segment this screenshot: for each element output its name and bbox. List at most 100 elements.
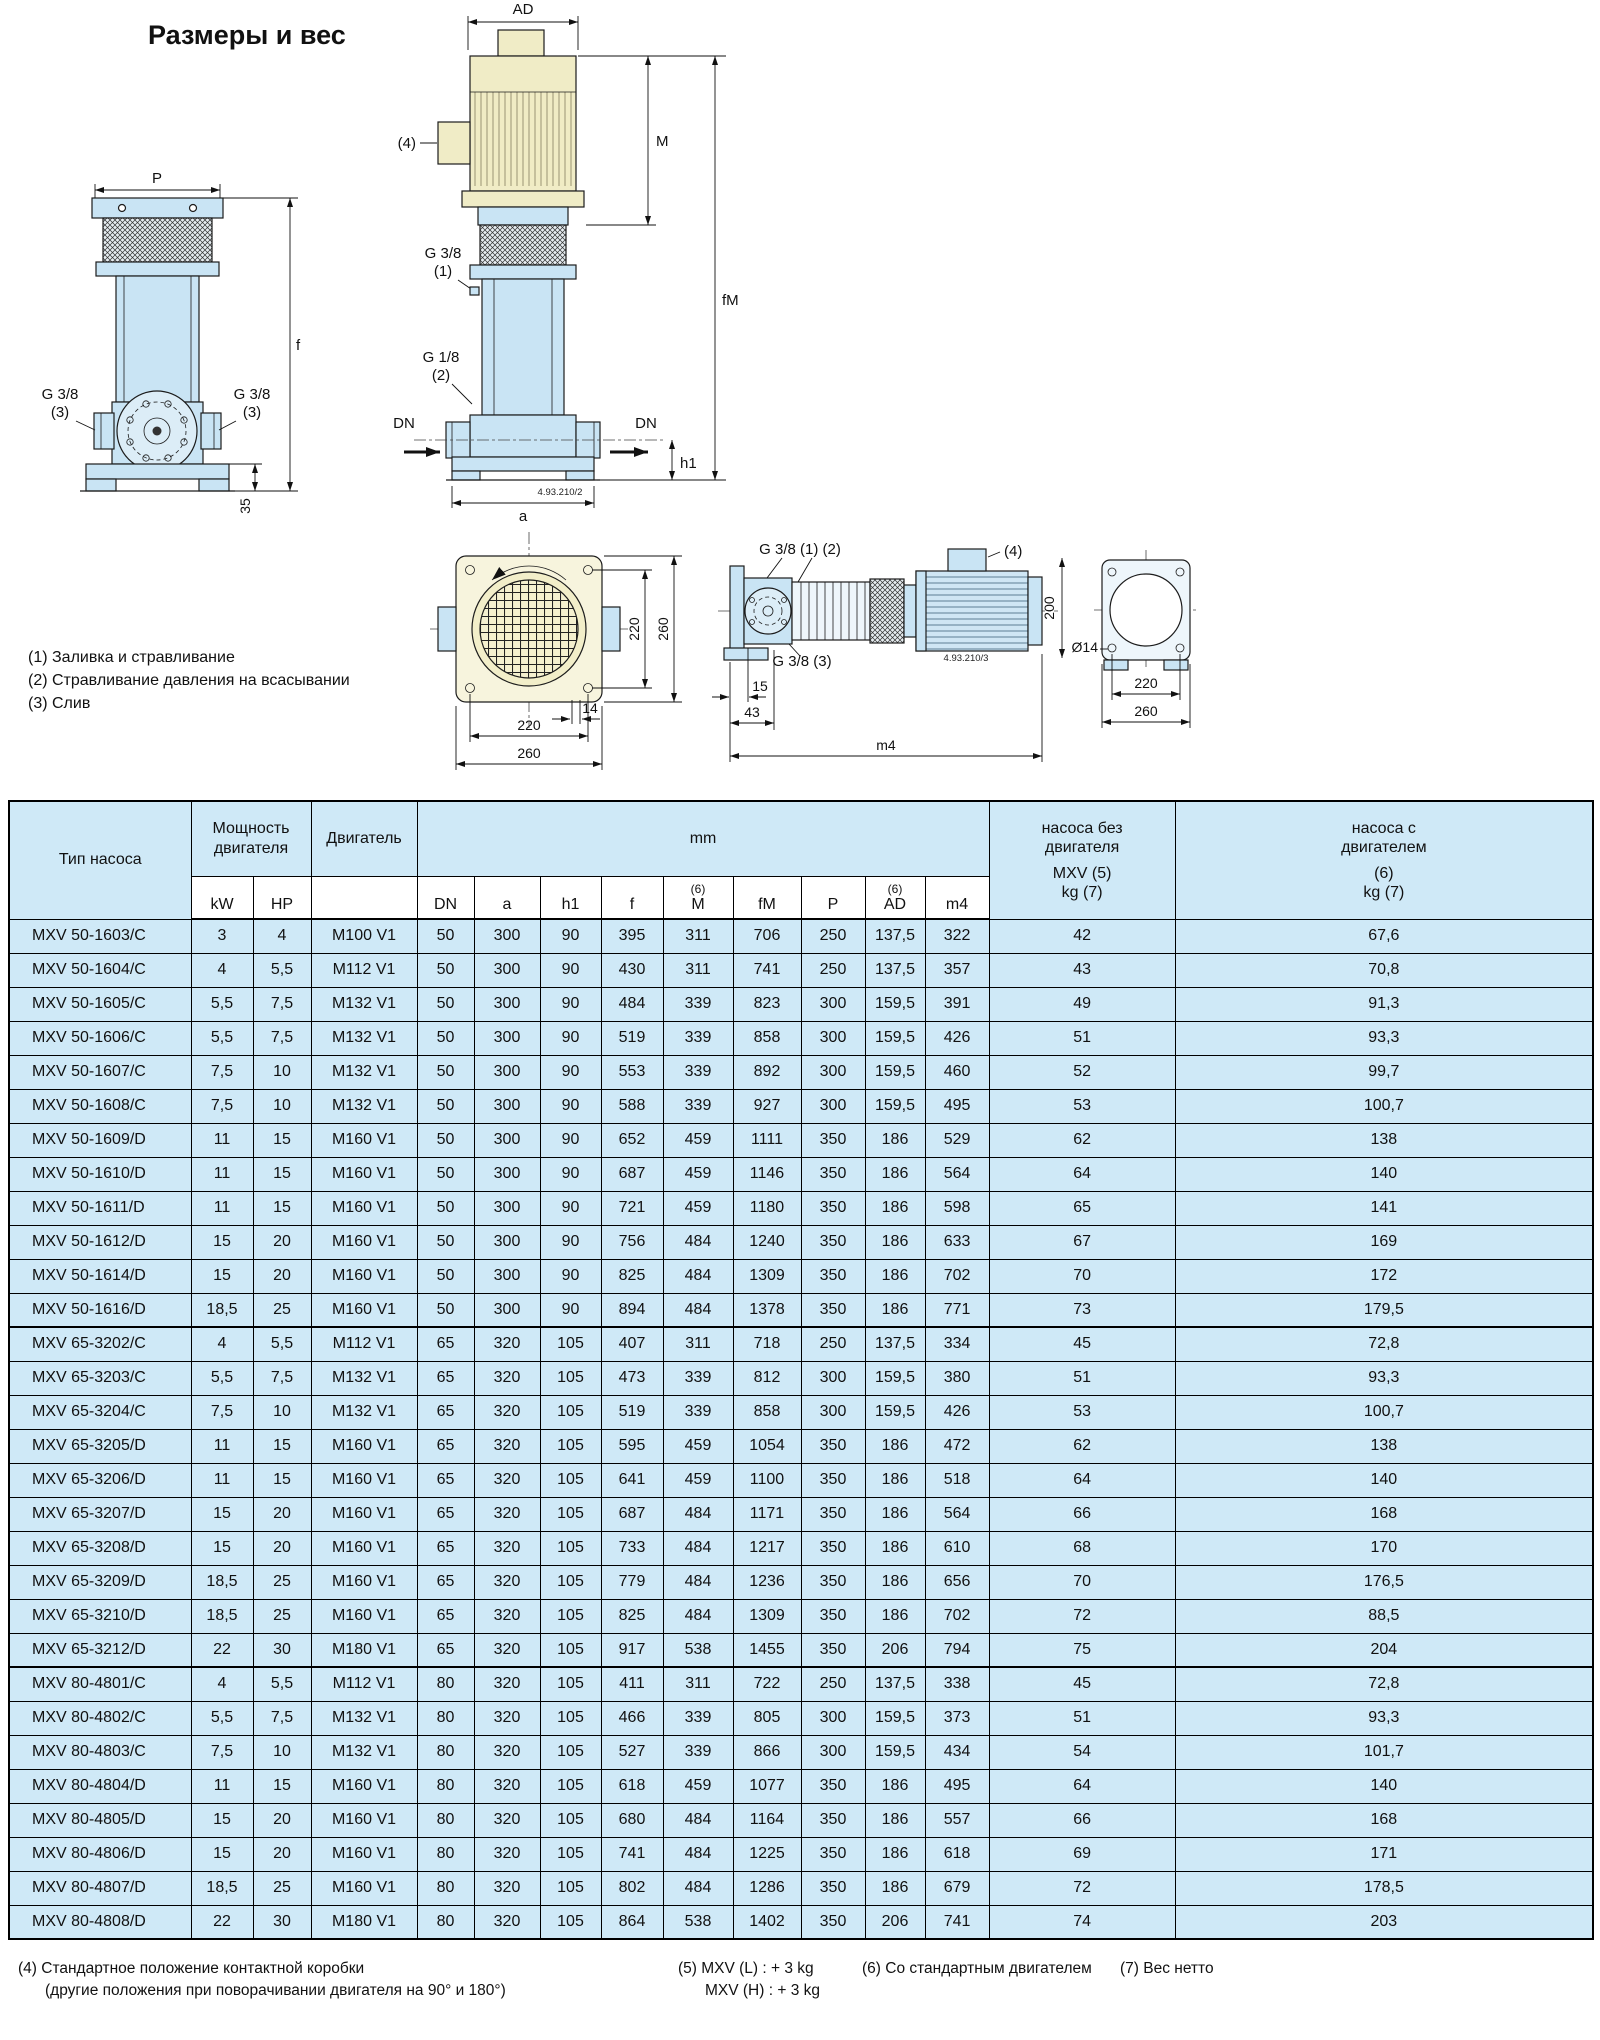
cell-motor: M160 V1 — [310, 1802, 418, 1838]
cell-m4: 495 — [924, 1768, 990, 1804]
dim-label-260: 260 — [655, 617, 671, 641]
cell-type: MXV 50-1608/C — [8, 1088, 192, 1124]
cell-ad: 186 — [864, 1122, 926, 1158]
cell-motor: M112 V1 — [310, 1326, 418, 1362]
cell-m4: 598 — [924, 1190, 990, 1226]
cell-m4: 373 — [924, 1700, 990, 1736]
cell-h1: 90 — [539, 952, 602, 988]
cell-hp: 15 — [252, 1428, 312, 1464]
cell-fm: 1146 — [732, 1156, 802, 1192]
dim-220-bottom: 220 — [469, 694, 589, 742]
cell-kg-pump: 43 — [988, 952, 1176, 988]
footnote-5: (5) MXV (L) : + 3 kg MXV (H) : + 3 kg — [678, 1958, 820, 2002]
cell-ad: 186 — [864, 1224, 926, 1260]
label-g38-1: G 3/8 (1) — [425, 245, 480, 296]
pump-base — [85, 463, 230, 480]
cell-m: 311 — [662, 1666, 734, 1702]
cell-m4: 610 — [924, 1530, 990, 1566]
cell-kg-pump: 42 — [988, 918, 1176, 954]
cell-m: 484 — [662, 1530, 734, 1566]
inlet-flange-face — [744, 587, 792, 635]
cell-h1: 105 — [539, 1496, 602, 1532]
cell-ad: 186 — [864, 1530, 926, 1566]
cell-a: 320 — [473, 1666, 541, 1702]
label-dn-right: DN — [610, 415, 657, 457]
drawing-code-front: 4.93.210/2 — [538, 487, 583, 498]
cell-p: 350 — [800, 1768, 866, 1804]
cell-p: 300 — [800, 1734, 866, 1770]
cell-kw: 11 — [190, 1190, 254, 1226]
cell-p: 350 — [800, 1156, 866, 1192]
cell-kw: 11 — [190, 1462, 254, 1498]
cell-fm: 866 — [732, 1734, 802, 1770]
cell-kg-unit: 138 — [1174, 1428, 1594, 1464]
cell-kg-pump: 49 — [988, 986, 1176, 1022]
coupling-guard-side — [869, 578, 905, 644]
terminal-box — [497, 29, 545, 57]
cell-dn: 80 — [416, 1734, 475, 1770]
dim-a: a — [451, 486, 595, 525]
cell-a: 320 — [473, 1768, 541, 1804]
cell-kw: 4 — [190, 952, 254, 988]
cell-h1: 105 — [539, 1666, 602, 1702]
cell-dn: 80 — [416, 1700, 475, 1736]
cell-m: 484 — [662, 1564, 734, 1600]
terminal-box-note: (4) — [398, 135, 416, 152]
cell-kg-pump: 69 — [988, 1836, 1176, 1872]
cell-type: MXV 50-1616/D — [8, 1292, 192, 1328]
cell-fm: 1378 — [732, 1292, 802, 1328]
cell-fm: 1077 — [732, 1768, 802, 1804]
cell-a: 320 — [473, 1870, 541, 1906]
technical-drawings: P G 3/8 (3) G 3/8 (3) — [42, 1, 1198, 770]
cell-f: 825 — [600, 1598, 664, 1634]
cell-motor: M160 V1 — [310, 1224, 418, 1260]
cell-hp: 7,5 — [252, 1700, 312, 1736]
cell-kg-unit: 99,7 — [1174, 1054, 1594, 1090]
cell-p: 250 — [800, 918, 866, 954]
cell-type: MXV 50-1611/D — [8, 1190, 192, 1226]
cell-kw: 15 — [190, 1836, 254, 1872]
cell-ad: 186 — [864, 1768, 926, 1804]
flange-stub-right — [601, 606, 621, 652]
cell-kg-pump: 54 — [988, 1734, 1176, 1770]
col-header-dn: DN — [416, 875, 475, 920]
cell-ad: 159,5 — [864, 1700, 926, 1736]
cell-m: 339 — [662, 1394, 734, 1430]
cell-p: 350 — [800, 1292, 866, 1328]
side-view-horizontal: G 3/8 (1) (2) G 3/8 (3) — [712, 541, 1198, 762]
cell-p: 350 — [800, 1258, 866, 1294]
cell-h1: 105 — [539, 1598, 602, 1634]
cell-fm: 1455 — [732, 1632, 802, 1668]
cell-m: 459 — [662, 1190, 734, 1226]
cell-ad: 186 — [864, 1428, 926, 1464]
port-label: G 3/8 — [42, 386, 79, 403]
cell-h1: 105 — [539, 1360, 602, 1396]
cell-m4: 426 — [924, 1020, 990, 1056]
cell-h1: 105 — [539, 1428, 602, 1464]
cell-dn: 50 — [416, 986, 475, 1022]
cell-type: MXV 80-4805/D — [8, 1802, 192, 1838]
cell-motor: M132 V1 — [310, 1360, 418, 1396]
port-note: (3) — [51, 404, 69, 421]
end-bore — [1109, 573, 1183, 647]
cell-ad: 186 — [864, 1292, 926, 1328]
cell-hp: 10 — [252, 1734, 312, 1770]
header-line: kg (7) — [1061, 883, 1103, 901]
dim-label-m: M — [656, 133, 669, 150]
dim-label-260: 260 — [1134, 703, 1158, 719]
cell-p: 300 — [800, 1394, 866, 1430]
cell-motor: M160 V1 — [310, 1428, 418, 1464]
cell-m4: 618 — [924, 1836, 990, 1872]
port-label: G 3/8 — [234, 386, 271, 403]
front-view-pump: P G 3/8 (3) G 3/8 (3) — [42, 170, 301, 514]
cell-kg-unit: 168 — [1174, 1802, 1594, 1838]
cell-m4: 434 — [924, 1734, 990, 1770]
motor-fins — [474, 92, 572, 186]
dim-43: 43 — [730, 650, 775, 730]
pump-head-center — [469, 264, 577, 280]
cell-a: 320 — [473, 1462, 541, 1498]
cell-a: 320 — [473, 1598, 541, 1634]
cell-dn: 80 — [416, 1802, 475, 1838]
cell-ad: 186 — [864, 1156, 926, 1192]
